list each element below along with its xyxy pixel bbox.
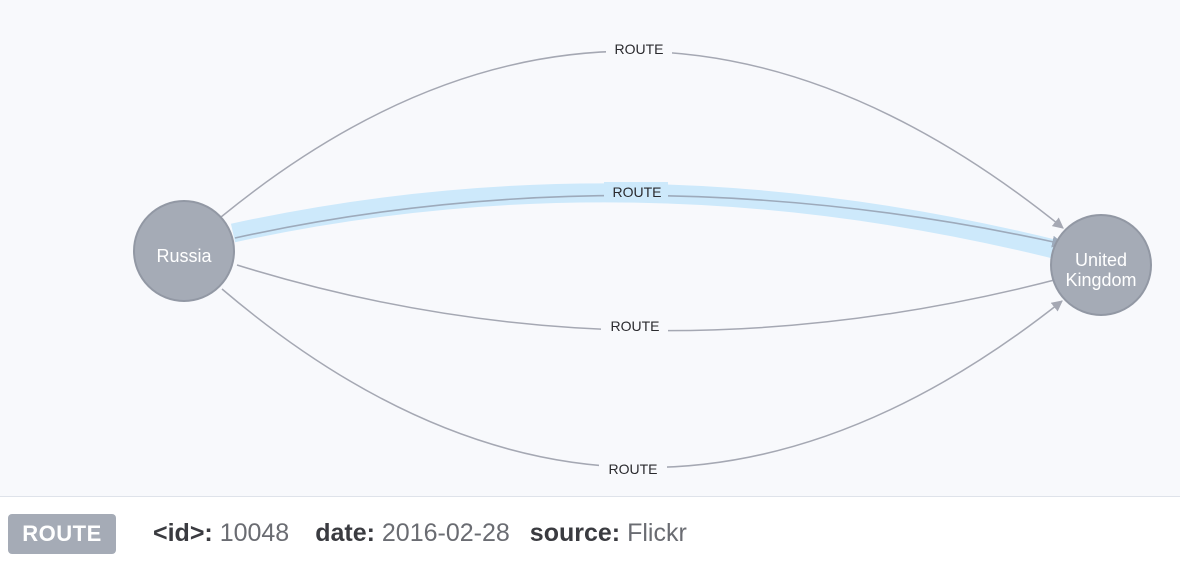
inspector-bar: ROUTE <id>: 10048 date: 2016-02-28 sourc…: [0, 497, 1180, 570]
edge-route-4[interactable]: ROUTE: [221, 288, 1063, 478]
property-value: Flickr: [627, 519, 687, 547]
graph-svg[interactable]: ROUTE ROUTE ROUTE ROUTE Russia: [0, 0, 1180, 496]
edge-label[interactable]: ROUTE: [611, 318, 660, 334]
property-value: 10048: [219, 519, 290, 547]
edge-label-bg: [601, 316, 668, 335]
node-russia[interactable]: Russia: [133, 200, 235, 302]
node-circle[interactable]: [1050, 214, 1152, 316]
edge-label[interactable]: ROUTE: [613, 184, 662, 200]
selection-highlight: [230, 183, 1061, 260]
property-value: 2016-02-28: [381, 519, 510, 547]
node-united-kingdom[interactable]: United Kingdom: [1050, 214, 1152, 316]
relationship-type-badge[interactable]: ROUTE: [8, 513, 116, 554]
edge-route-3[interactable]: ROUTE: [236, 264, 1068, 335]
property-source: source: Flickr: [530, 519, 687, 548]
property-key: source:: [529, 519, 628, 547]
property-date: date: 2016-02-28: [315, 519, 510, 548]
property-key: <id>:: [153, 519, 220, 547]
node-label-line-1: United: [1075, 250, 1127, 270]
edge-route-1[interactable]: ROUTE: [220, 38, 1064, 229]
property-key: date:: [315, 519, 382, 547]
property-id: <id>: 10048: [153, 519, 289, 548]
edge-label[interactable]: ROUTE: [609, 461, 658, 477]
edge-line[interactable]: [221, 288, 1063, 469]
edge-label-bg: [604, 182, 668, 201]
node-circle[interactable]: [133, 200, 235, 302]
edge-label[interactable]: ROUTE: [615, 41, 664, 57]
node-label-line-2: Kingdom: [1065, 270, 1136, 290]
edge-label-bg: [599, 459, 667, 478]
edge-label-bg: [606, 38, 672, 58]
edge-route-2-selected[interactable]: ROUTE: [230, 182, 1065, 260]
node-label: Russia: [156, 246, 212, 266]
graph-canvas[interactable]: ROUTE ROUTE ROUTE ROUTE Russia: [0, 0, 1180, 497]
